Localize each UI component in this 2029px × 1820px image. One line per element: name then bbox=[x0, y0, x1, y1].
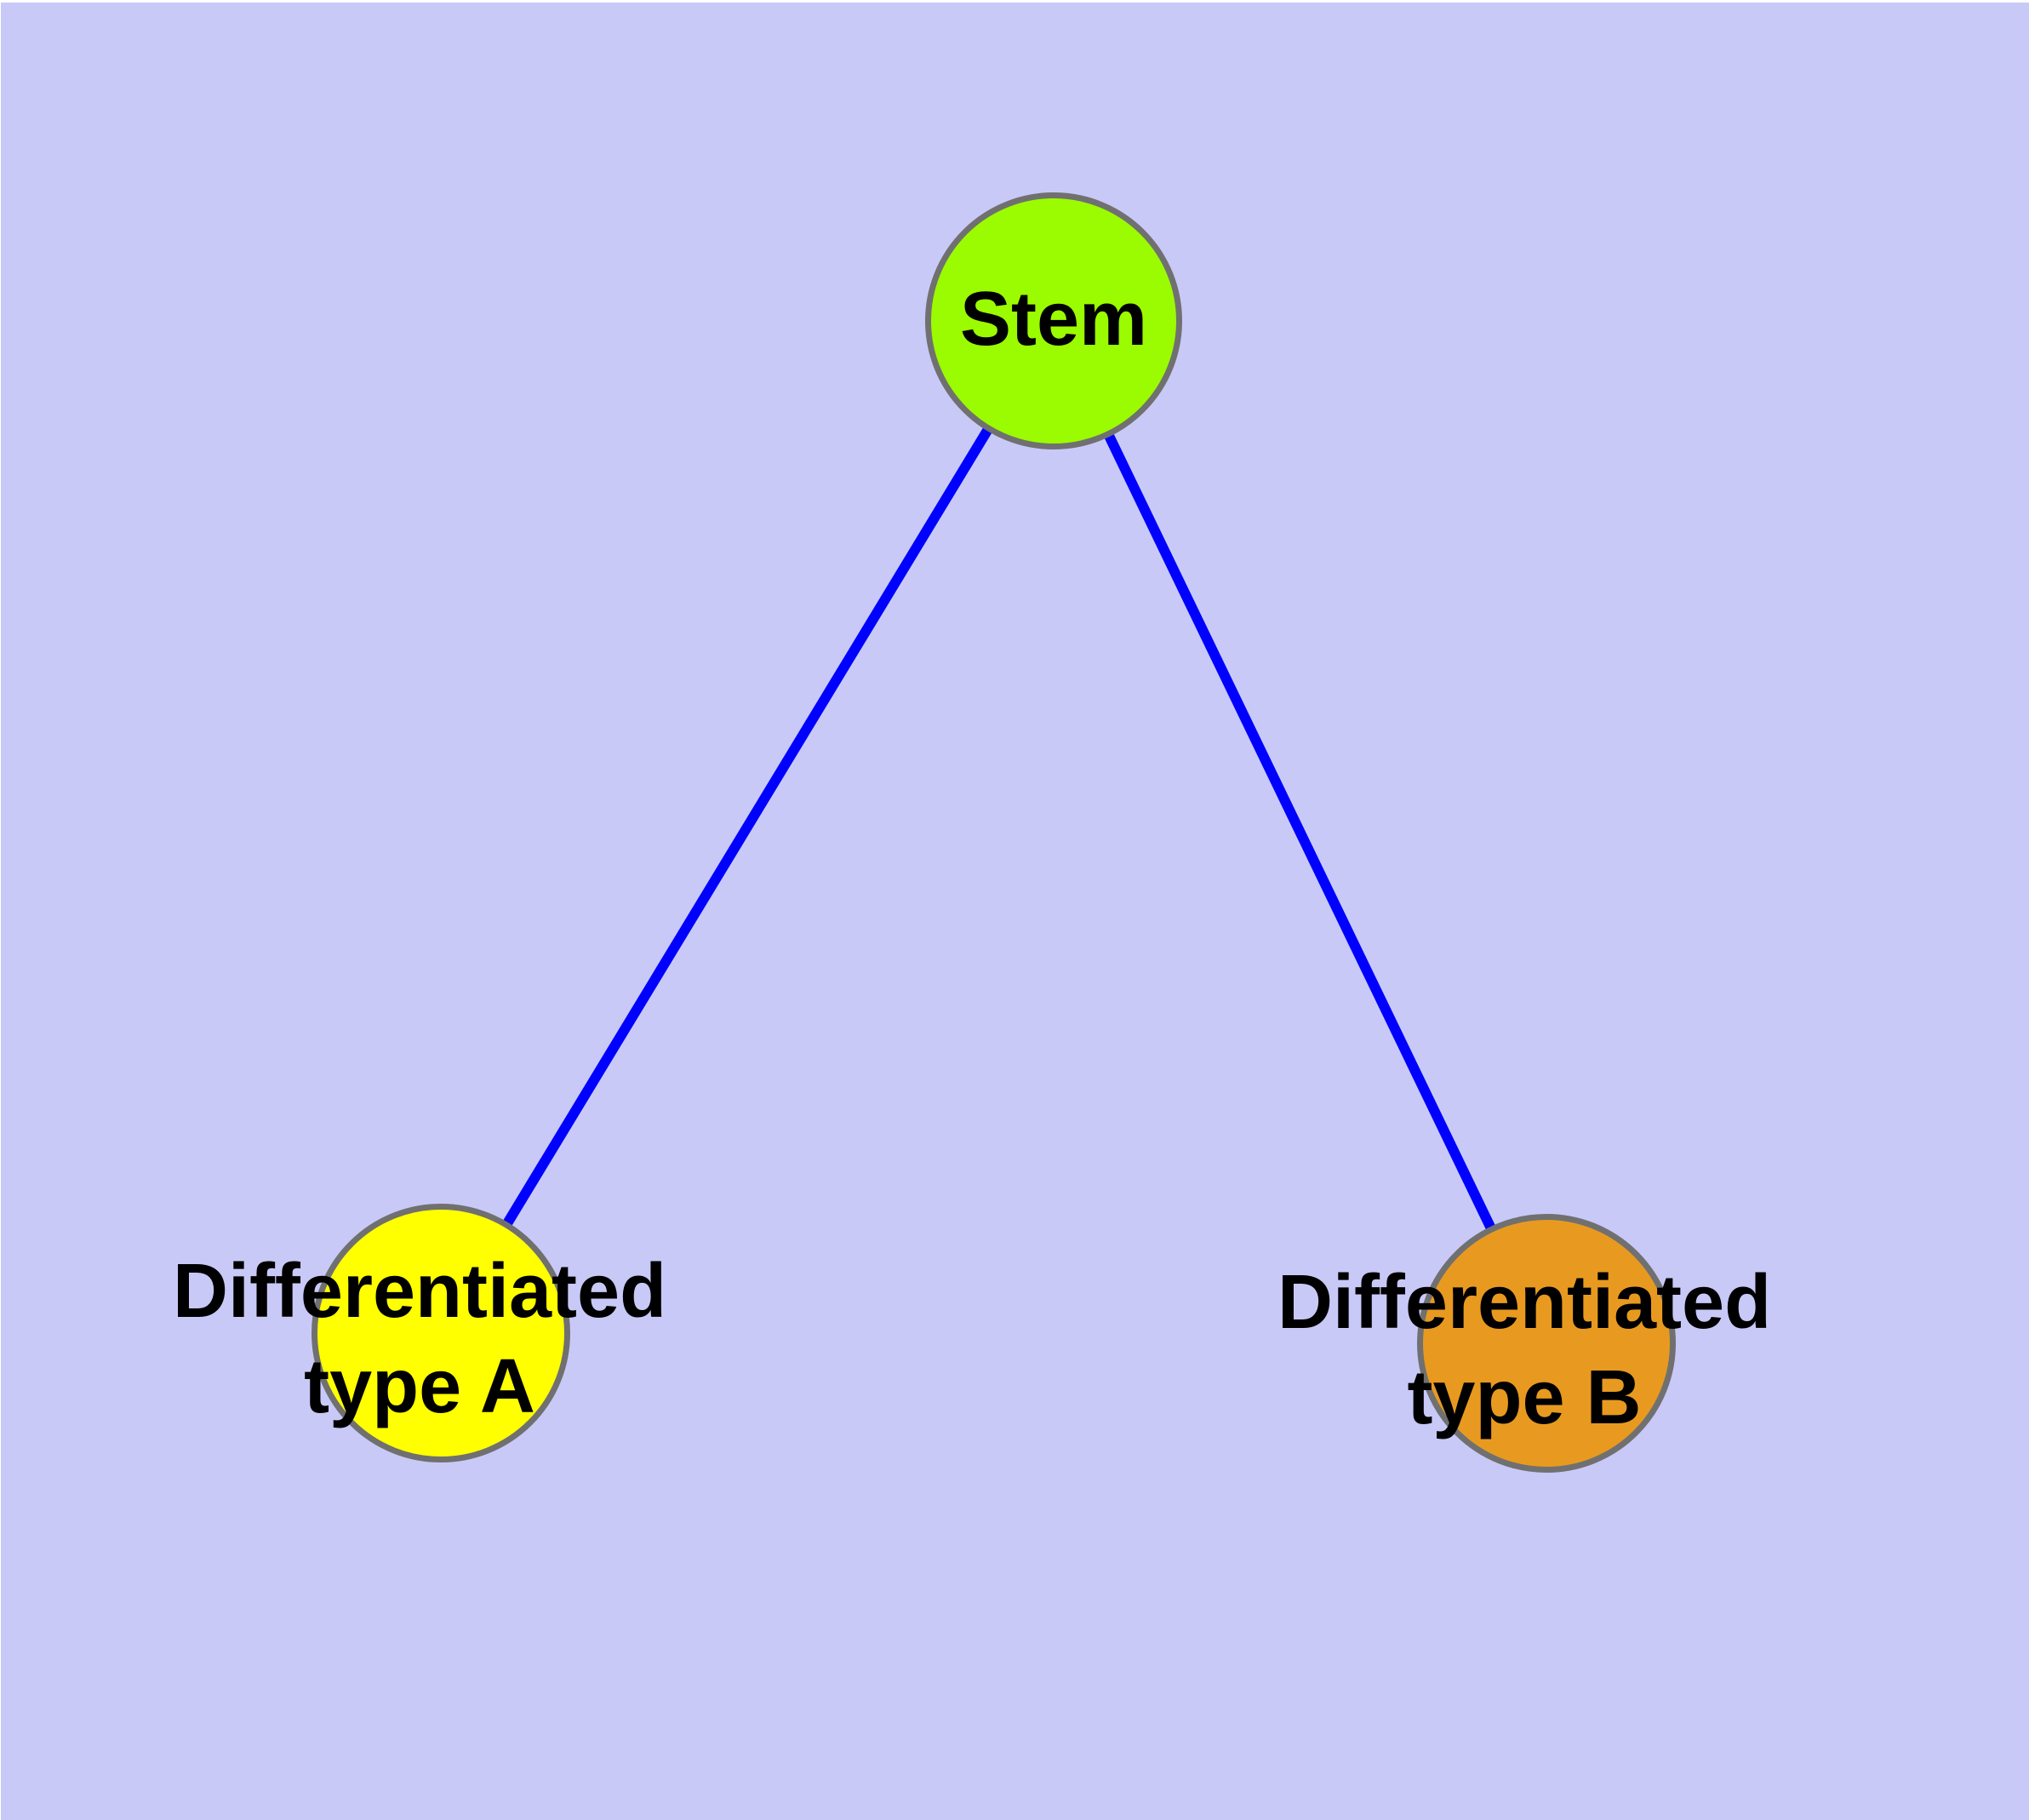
node-label-differentiated-type-a: Differentiated type A bbox=[172, 1249, 667, 1429]
edges-layer bbox=[436, 318, 1552, 1346]
node-label-differentiated-type-b: Differentiated type B bbox=[1277, 1260, 1772, 1440]
edge-stem-to-type-a bbox=[436, 318, 1059, 1336]
node-differentiated-type-b[interactable] bbox=[1417, 1214, 1676, 1473]
edge-stem-to-type-b bbox=[1049, 318, 1552, 1346]
node-differentiated-type-a[interactable] bbox=[311, 1204, 570, 1462]
plot-background: Stem Differentiated type A Differentiate… bbox=[1, 3, 2029, 1820]
node-label-stem: Stem bbox=[959, 277, 1148, 362]
node-stem[interactable] bbox=[925, 192, 1182, 449]
